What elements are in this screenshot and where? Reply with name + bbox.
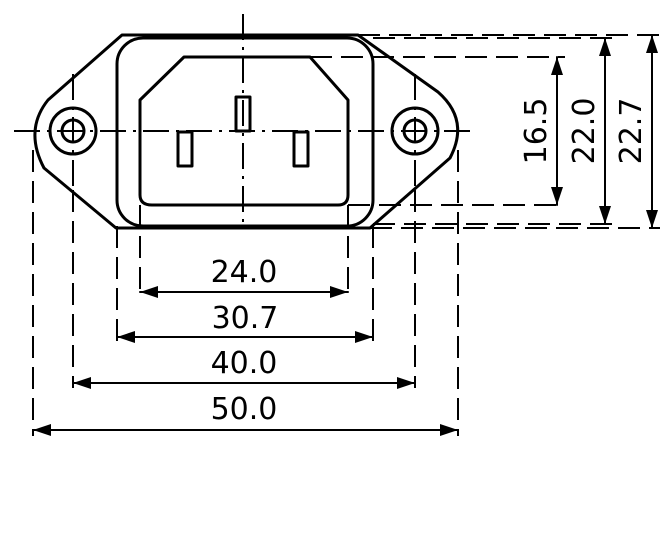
extension-lines: [32, 34, 660, 436]
earth-pin-slot: [234, 95, 252, 133]
dimension-label-40-0: 40.0: [211, 346, 278, 381]
dimension-label-30-7: 30.7: [212, 301, 279, 336]
right-mounting-hole: [390, 106, 440, 156]
dimension-30-7: [116, 331, 374, 343]
dimension-22-7: [646, 34, 658, 229]
dimension-label-24-0: 24.0: [211, 255, 278, 290]
dimension-24-0: [139, 286, 349, 298]
connector-opening: [138, 55, 350, 207]
dimension-50-0: [32, 424, 459, 436]
dimension-label-16-5: 16.5: [519, 98, 554, 165]
left-pin-slot: [176, 130, 194, 168]
right-pin-slot: [292, 130, 310, 168]
dimension-40-0: [72, 377, 416, 389]
dimension-label-22-7: 22.7: [614, 98, 649, 165]
center-lines: [14, 14, 470, 228]
left-mounting-hole: [48, 106, 98, 156]
dimension-22-0: [599, 37, 611, 225]
dimension-label-22-0: 22.0: [567, 98, 602, 165]
dimension-label-50-0: 50.0: [211, 392, 278, 427]
dimension-16-5: [551, 56, 563, 206]
connector-body-outer: [115, 36, 375, 228]
